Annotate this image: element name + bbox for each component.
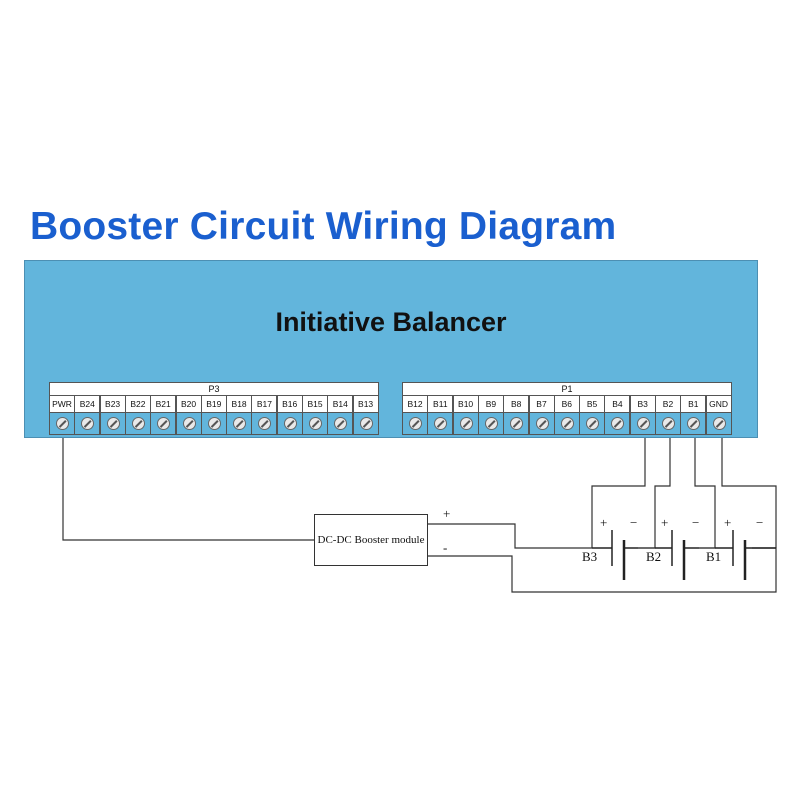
screw-icon bbox=[359, 417, 373, 430]
battery-b2 bbox=[655, 530, 699, 580]
screw-icon bbox=[535, 417, 549, 430]
screw-icon bbox=[459, 417, 473, 430]
terminal-label: B23 bbox=[100, 396, 125, 413]
screw-icon bbox=[182, 417, 196, 430]
terminal-label: B8 bbox=[504, 396, 529, 413]
battery-b3 bbox=[592, 530, 638, 580]
screw-icon bbox=[207, 417, 221, 430]
terminal-b1: B1 bbox=[680, 395, 707, 435]
screw-icon bbox=[510, 417, 524, 430]
screw-icon bbox=[233, 417, 247, 430]
b2-plus-sign: + bbox=[661, 515, 669, 530]
diagram-title: Booster Circuit Wiring Diagram bbox=[30, 205, 617, 248]
module-plus-sign: + bbox=[443, 506, 451, 521]
wire-module-plus bbox=[428, 523, 592, 549]
terminal-b8: B8 bbox=[503, 395, 530, 435]
terminal-label: B5 bbox=[580, 396, 605, 413]
screw-icon bbox=[636, 417, 650, 430]
terminal-label: B21 bbox=[151, 396, 176, 413]
screw-icon bbox=[283, 417, 297, 430]
battery-b2-label: B2 bbox=[646, 549, 662, 564]
terminal-b11: B11 bbox=[427, 395, 454, 435]
wire-pwr bbox=[62, 438, 314, 541]
screw-icon bbox=[409, 417, 422, 430]
terminal-label: B2 bbox=[656, 396, 680, 413]
terminal-label: B19 bbox=[201, 396, 226, 413]
screw-icon bbox=[157, 417, 171, 430]
terminal-b6: B6 bbox=[553, 395, 580, 435]
b2-minus-sign: − bbox=[692, 515, 700, 530]
terminal-label: B13 bbox=[353, 396, 378, 413]
terminal-b10: B10 bbox=[452, 395, 479, 435]
battery-b1-label: B1 bbox=[706, 549, 722, 564]
terminal-label: B9 bbox=[478, 396, 503, 413]
terminal-gnd: GND bbox=[705, 395, 732, 435]
battery-b1 bbox=[715, 530, 776, 580]
terminal-label: B22 bbox=[125, 396, 150, 413]
board-label: Initiative Balancer bbox=[275, 307, 507, 337]
terminal-b3: B3 bbox=[629, 395, 656, 435]
terminal-label: B16 bbox=[277, 396, 302, 413]
wire-b2 bbox=[638, 438, 671, 549]
screw-icon bbox=[258, 417, 272, 430]
terminal-b21: B21 bbox=[150, 395, 177, 435]
terminal-b5: B5 bbox=[579, 395, 606, 435]
screw-icon bbox=[662, 417, 675, 430]
terminal-pwr: PWR bbox=[49, 395, 75, 435]
battery-b3-label: B3 bbox=[582, 549, 598, 564]
terminal-label: GND bbox=[706, 396, 731, 413]
terminal-label: B11 bbox=[428, 396, 453, 413]
terminal-label: B4 bbox=[605, 396, 630, 413]
screw-icon bbox=[309, 417, 322, 430]
screw-icon bbox=[611, 417, 625, 430]
terminal-label: B7 bbox=[529, 396, 554, 413]
wire-b1 bbox=[694, 438, 716, 549]
terminal-label: B6 bbox=[554, 396, 579, 413]
wire-gnd bbox=[721, 438, 777, 548]
screw-icon bbox=[106, 417, 120, 430]
terminal-b7: B7 bbox=[528, 395, 555, 435]
terminal-label: B15 bbox=[303, 396, 327, 413]
terminal-label: B17 bbox=[252, 396, 277, 413]
screw-icon bbox=[687, 417, 701, 430]
dc-dc-booster-module: DC-DC Booster module bbox=[314, 514, 428, 566]
screw-icon bbox=[81, 417, 95, 430]
terminal-label: B3 bbox=[630, 396, 655, 413]
screw-icon bbox=[434, 417, 448, 430]
terminal-b16: B16 bbox=[276, 395, 303, 435]
terminal-b9: B9 bbox=[477, 395, 504, 435]
terminal-b2: B2 bbox=[655, 395, 681, 435]
terminal-b23: B23 bbox=[99, 395, 126, 435]
terminal-b19: B19 bbox=[200, 395, 227, 435]
screw-icon bbox=[131, 417, 145, 430]
terminal-b17: B17 bbox=[251, 395, 278, 435]
terminal-label: B1 bbox=[681, 396, 706, 413]
terminal-b15: B15 bbox=[302, 395, 328, 435]
terminal-label: B24 bbox=[75, 396, 100, 413]
module-minus-sign: - bbox=[443, 540, 448, 555]
terminal-b13: B13 bbox=[352, 395, 379, 435]
b1-plus-sign: + bbox=[724, 515, 732, 530]
wire-b3 bbox=[591, 438, 646, 548]
screw-icon bbox=[56, 417, 69, 430]
terminal-label: B14 bbox=[328, 396, 353, 413]
screw-icon bbox=[586, 417, 600, 430]
wire-module-minus bbox=[428, 547, 777, 593]
screw-icon bbox=[334, 417, 348, 430]
terminal-label: B12 bbox=[403, 396, 427, 413]
screw-icon bbox=[560, 417, 574, 430]
terminal-label: B20 bbox=[176, 396, 201, 413]
terminal-label: B18 bbox=[227, 396, 252, 413]
terminal-b12: B12 bbox=[402, 395, 428, 435]
b3-plus-sign: + bbox=[600, 515, 608, 530]
screw-icon bbox=[712, 417, 726, 430]
terminal-b20: B20 bbox=[175, 395, 202, 435]
terminal-label: PWR bbox=[50, 396, 74, 413]
screw-icon bbox=[484, 417, 498, 430]
b1-minus-sign: − bbox=[756, 515, 764, 530]
b3-minus-sign: − bbox=[630, 515, 638, 530]
terminal-label: B10 bbox=[453, 396, 478, 413]
